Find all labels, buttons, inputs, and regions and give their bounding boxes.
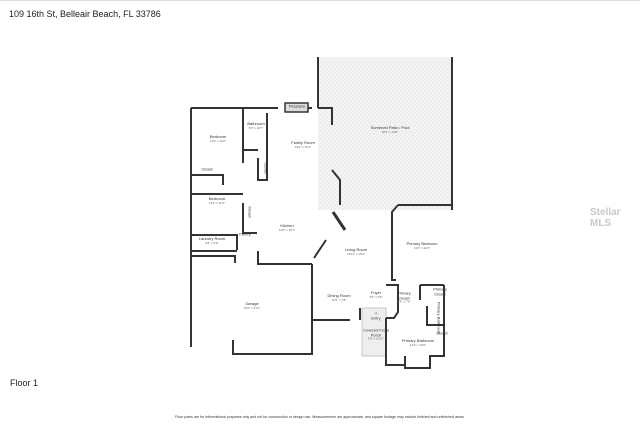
room-dims: 11'0" x 14'0" bbox=[209, 138, 227, 143]
room-name: Fireplace bbox=[288, 103, 306, 109]
room-name: Entry bbox=[371, 315, 381, 320]
room-pantry: Pantry bbox=[239, 231, 251, 238]
room-dims: 4'4" x 7'0" bbox=[397, 299, 411, 304]
room-fireplace: Fireplace bbox=[288, 103, 306, 110]
room-dims: 10'6" x 7'8" bbox=[331, 297, 347, 302]
room-dims: 13'0" x 22'4" bbox=[413, 245, 431, 250]
room-dims: 5'0" x 10'7" bbox=[248, 125, 264, 130]
room-closet: Closet bbox=[201, 166, 213, 173]
room-name: Garage bbox=[245, 300, 259, 306]
room-name: Family Room bbox=[291, 139, 315, 145]
room-name: Bathroom bbox=[247, 120, 265, 126]
room-name: Primary Bathroom bbox=[436, 301, 442, 335]
room-name: Closet bbox=[201, 166, 213, 172]
room-closet: Closet bbox=[436, 330, 448, 337]
header: 109 16th St, Belleair Beach, FL 33786 bbox=[0, 0, 640, 31]
room-dims: 5'2" x 6'6" bbox=[369, 294, 383, 299]
disclaimer: Floor plans are for informational purpos… bbox=[175, 415, 465, 419]
room-name: Primary Bedroom bbox=[406, 240, 438, 246]
room-primary-closet-2: Primary Closet bbox=[430, 287, 450, 296]
room-name: Screened Patio / Pool bbox=[370, 124, 410, 130]
room-name: Closet bbox=[247, 206, 253, 218]
room-dims: 6'3" x 10'11" bbox=[367, 336, 385, 341]
room-name: Closet bbox=[436, 330, 448, 336]
floor-label: Floor 1 bbox=[10, 378, 39, 388]
room-dims: 20'0" x 21'2" bbox=[243, 305, 261, 310]
room-name: Closet bbox=[263, 162, 269, 174]
room-dims: 8'4" x 5'6" bbox=[205, 240, 219, 245]
room-name: Primary Bathroom bbox=[401, 337, 435, 343]
room-dims: 13'4" x 16'1" bbox=[294, 144, 312, 149]
room-closet: Closet bbox=[263, 162, 268, 173]
room-dims: 30'4" x 23'0" bbox=[381, 129, 399, 134]
room-closet: Closet bbox=[247, 206, 252, 217]
room-name: Covered Front Porch bbox=[363, 327, 389, 338]
room-name: Bedroom bbox=[209, 133, 227, 139]
room-name: Foyer bbox=[370, 289, 382, 295]
fireplace bbox=[284, 102, 309, 113]
room-name: Dining Room bbox=[327, 292, 351, 298]
room-dims: 16'11" x 15'4" bbox=[347, 251, 365, 256]
entry-icon: ⚠ bbox=[374, 310, 378, 316]
room-name: Laundry Room bbox=[198, 235, 226, 241]
room-name: Primary Closet bbox=[433, 286, 447, 296]
address-title: 109 16th St, Belleair Beach, FL 33786 bbox=[9, 9, 161, 19]
room-name: Primary Closet bbox=[397, 290, 411, 301]
room-dims: 12'3" x 10'0" bbox=[409, 342, 427, 347]
room-dims: 14'8" x 15'7" bbox=[278, 227, 296, 232]
watermark-logo: Stellar MLS bbox=[590, 207, 621, 229]
room-name: Pantry bbox=[239, 231, 251, 237]
room-name: Living Room bbox=[344, 246, 368, 252]
room-primary-bathroom-closet: Primary Bathroom bbox=[436, 302, 441, 334]
room-entry: ⚠Entry bbox=[371, 311, 380, 320]
room-name: Kitchen bbox=[280, 222, 294, 228]
porch-area bbox=[361, 307, 387, 357]
room-name: Bedroom bbox=[208, 195, 226, 201]
room-dims: 11'2" x 11'6" bbox=[208, 200, 226, 205]
